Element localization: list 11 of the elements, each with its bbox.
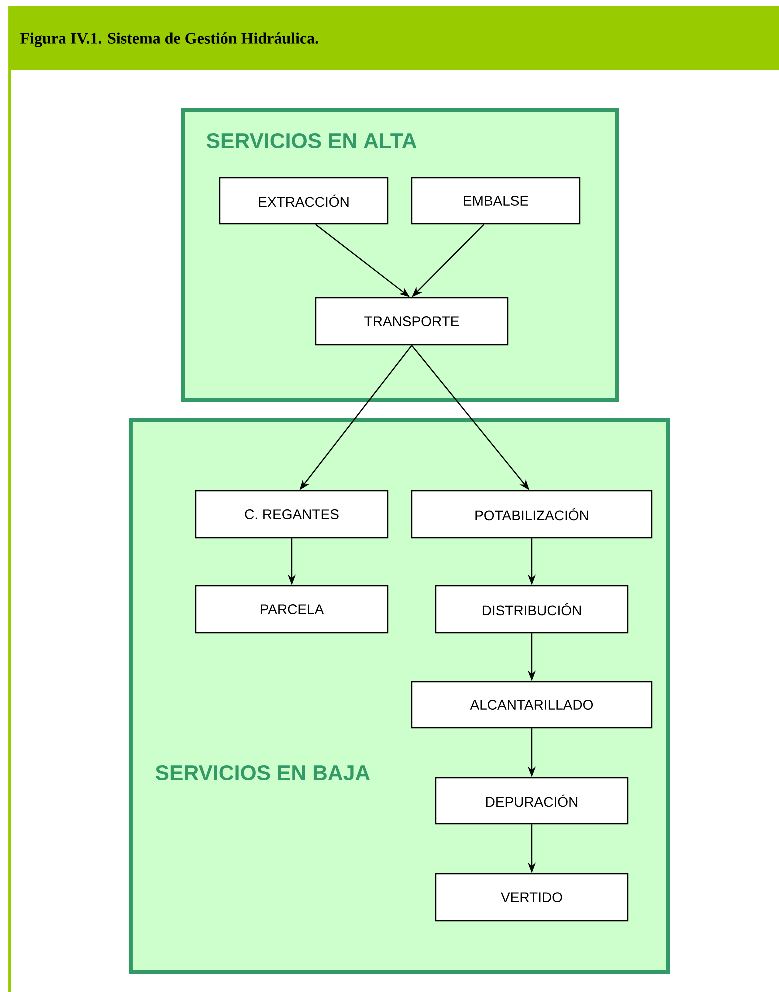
process-box: POTABILIZACIÓN [411,490,653,539]
process-box: VERTIDO [435,873,629,922]
process-box: DEPURACIÓN [435,777,629,825]
process-box: ALCANTARILLADO [411,681,653,729]
process-box: C. REGANTES [195,490,389,539]
process-box: EXTRACCIÓN [219,177,389,225]
process-box: PARCELA [195,585,389,634]
process-box: DISTRIBUCIÓN [435,585,629,634]
process-box: TRANSPORTE [315,297,509,346]
process-box: EMBALSE [411,177,581,225]
title-bar: Figura IV.1. Sistema de Gestión Hidráulica. [10,8,779,70]
